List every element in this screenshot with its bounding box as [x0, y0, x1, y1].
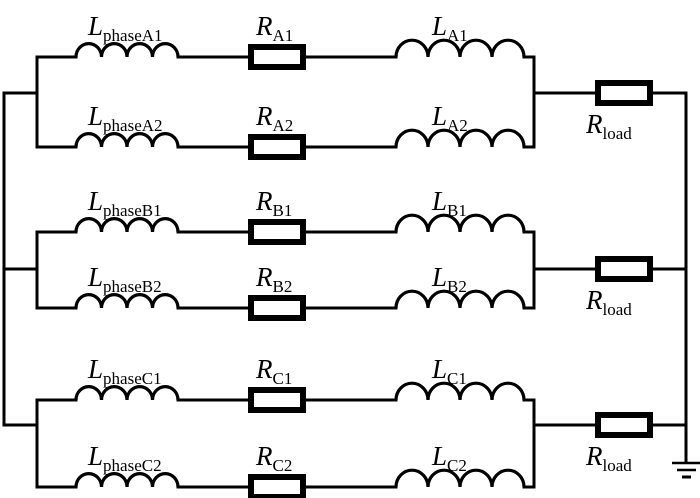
phase-b-branch-2-inductor-label-subscript: B2 [447, 277, 467, 296]
phase-c-branch-1-inductor-label-subscript: C1 [447, 369, 467, 388]
phase-a-branch-2-resistor-label: RA2 [255, 101, 293, 135]
phase-a-branch-2-resistor [248, 134, 306, 160]
phase-a-branch-2-phase-inductor-label-symbol: L [87, 101, 103, 131]
phase-a-branch-2-inductor [394, 128, 526, 148]
phase-b-load-label-subscript: load [603, 300, 633, 319]
phase-b-branch-2-resistor-label: RB2 [255, 262, 292, 296]
phase-b-branch-1-phase-inductor [74, 217, 180, 233]
phase-a-branch-1-inductor [394, 38, 526, 58]
phase-b-branch-2-phase-inductor [74, 293, 180, 309]
phase-a-branch-1-inductor-label-subscript: A1 [447, 26, 468, 45]
phase-c-branch-1-resistor-label: RC1 [255, 354, 292, 388]
phase-c-load-label-symbol: R [585, 441, 603, 471]
phase-b-branch-2-resistor [248, 295, 306, 321]
phase-b-branch-2-inductor [394, 289, 526, 309]
phase-c-branch-1-resistor-label-subscript: C1 [273, 369, 293, 388]
phase-a-branch-1-phase-inductor [74, 42, 180, 58]
phase-b-branch-1-phase-inductor-label: LphaseB1 [87, 186, 162, 220]
phase-a-branch-1-inductor-label: LA1 [431, 11, 468, 45]
phase-b-branch-2-phase-inductor-label: LphaseB2 [87, 262, 162, 296]
phase-b-branch-1-resistor [248, 219, 306, 245]
phase-c-branch-1-phase-inductor-label: LphaseC1 [87, 354, 162, 388]
phase-b-load-resistor [595, 256, 653, 282]
phase-a-branch-1-phase-inductor-label: LphaseA1 [87, 11, 163, 45]
phase-c-branch-2-resistor-label-symbol: R [255, 441, 273, 471]
phase-a-branch-1-inductor-label-symbol: L [431, 11, 447, 41]
phase-c-branch-2-phase-inductor-label: LphaseC2 [87, 441, 162, 475]
phase-c-branch-1-phase-inductor-label-symbol: L [87, 354, 103, 384]
phase-b-branch-2-phase-inductor-label-subscript: phaseB2 [103, 277, 162, 296]
phase-c-branch-2-resistor-label-subscript: C2 [273, 456, 293, 475]
phase-c-branch-2-phase-inductor-label-symbol: L [87, 441, 103, 471]
phase-b-branch-1-inductor-label-subscript: B1 [447, 201, 467, 220]
phase-a-branch-1-phase-inductor-label-subscript: phaseA1 [103, 26, 162, 45]
phase-a-branch-2-phase-inductor-label-subscript: phaseA2 [103, 116, 162, 135]
phase-c-branch-1-inductor-label: LC1 [431, 354, 467, 388]
phase-c-branch-2-inductor-label-symbol: L [431, 441, 447, 471]
phase-c-branch-2-resistor-label: RC2 [255, 441, 292, 475]
phase-a-load-label-symbol: R [585, 109, 603, 139]
phase-c-branch-2-inductor-label-subscript: C2 [447, 456, 467, 475]
phase-c-load-label: Rload [585, 441, 632, 475]
phase-a-branch-1-resistor-label: RA1 [255, 11, 293, 45]
phase-c-load-resistor [595, 412, 653, 438]
phase-c-branch-2-resistor [248, 474, 306, 498]
ground-icon [672, 461, 700, 479]
phase-a-branch-2-inductor-label-subscript: A2 [447, 116, 468, 135]
phase-a-branch-1-resistor-label-subscript: A1 [273, 26, 294, 45]
phase-b-branch-2-inductor-label: LB2 [431, 262, 467, 296]
phase-c-branch-1-phase-inductor [74, 385, 180, 401]
phase-a-branch-2-resistor-label-subscript: A2 [273, 116, 294, 135]
phase-c-branch-1-inductor [394, 381, 526, 401]
phase-c-branch-2-inductor [394, 468, 526, 488]
phase-a-branch-2-phase-inductor-label: LphaseA2 [87, 101, 163, 135]
phase-b-branch-1-phase-inductor-label-symbol: L [87, 186, 103, 216]
phase-c-load-label-subscript: load [603, 456, 633, 475]
phase-a-branch-2-resistor-label-symbol: R [255, 101, 273, 131]
phase-c-branch-2-phase-inductor [74, 472, 180, 488]
phase-b-branch-1-inductor-label-symbol: L [431, 186, 447, 216]
phase-a-load-label-subscript: load [603, 124, 633, 143]
wires [2, 55, 688, 489]
phase-b-load-label: Rload [585, 285, 632, 319]
phase-a-branch-2-phase-inductor [74, 132, 180, 148]
phase-c-branch-1-inductor-label-symbol: L [431, 354, 447, 384]
components [74, 38, 700, 498]
phase-b-branch-1-inductor [394, 213, 526, 233]
phase-b-branch-1-resistor-label-subscript: B1 [273, 201, 293, 220]
phase-b-branch-2-resistor-label-subscript: B2 [273, 277, 293, 296]
phase-b-branch-2-inductor-label-symbol: L [431, 262, 447, 292]
phase-b-branch-1-resistor-label-symbol: R [255, 186, 273, 216]
phase-c-branch-1-resistor [248, 387, 306, 413]
phase-a-branch-2-inductor-label: LA2 [431, 101, 468, 135]
phase-c-branch-2-inductor-label: LC2 [431, 441, 467, 475]
phase-a-branch-1-resistor-label-symbol: R [255, 11, 273, 41]
phase-b-branch-2-phase-inductor-label-symbol: L [87, 262, 103, 292]
phase-b-branch-1-inductor-label: LB1 [431, 186, 467, 220]
phase-a-branch-1-resistor [248, 44, 306, 70]
phase-b-branch-1-resistor-label: RB1 [255, 186, 292, 220]
phase-a-load-label: Rload [585, 109, 632, 143]
phase-b-branch-2-resistor-label-symbol: R [255, 262, 273, 292]
phase-a-load-resistor [595, 80, 653, 106]
phase-c-branch-1-phase-inductor-label-subscript: phaseC1 [103, 369, 162, 388]
phase-a-branch-2-inductor-label-symbol: L [431, 101, 447, 131]
phase-b-branch-1-phase-inductor-label-subscript: phaseB1 [103, 201, 162, 220]
phase-b-load-label-symbol: R [585, 285, 603, 315]
phase-a-branch-1-phase-inductor-label-symbol: L [87, 11, 103, 41]
phase-c-branch-2-phase-inductor-label-subscript: phaseC2 [103, 456, 162, 475]
phase-c-branch-1-resistor-label-symbol: R [255, 354, 273, 384]
